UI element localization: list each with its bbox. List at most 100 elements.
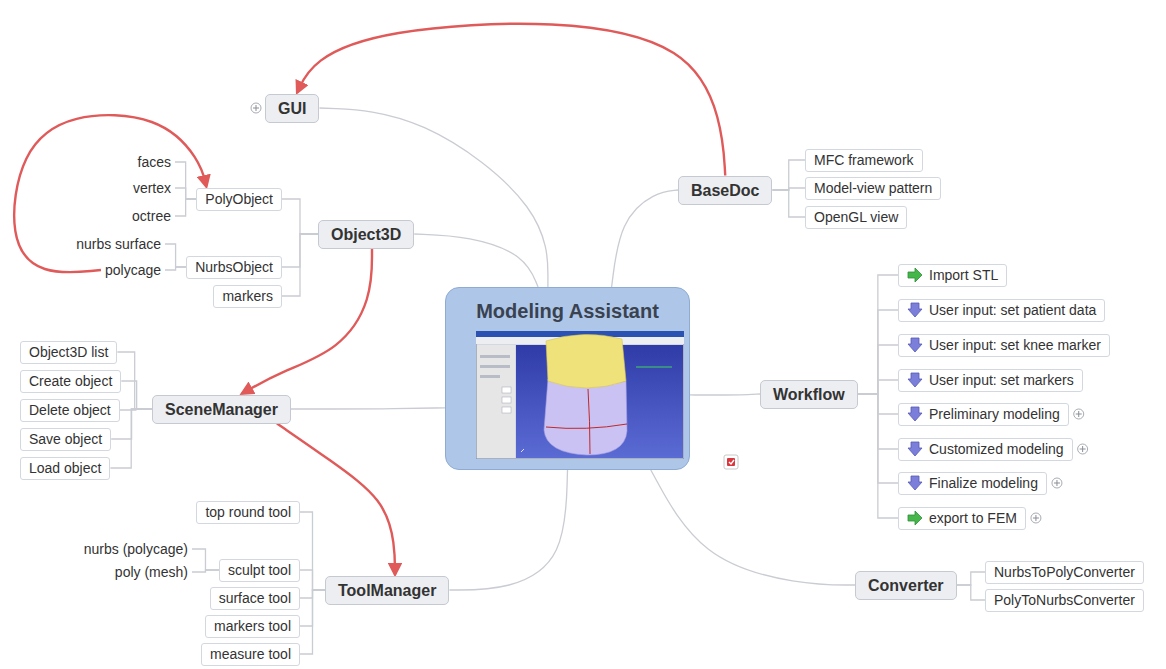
node-label: Create object bbox=[29, 373, 112, 390]
leaf-node: NurbsObject bbox=[186, 256, 282, 279]
branch-node: ToolManager bbox=[325, 576, 449, 605]
step-down-icon bbox=[907, 441, 923, 457]
step-down-icon bbox=[907, 475, 923, 491]
leaf-node: User input: set knee marker bbox=[898, 334, 1110, 357]
node-label: User input: set patient data bbox=[929, 302, 1096, 319]
branch-line bbox=[300, 590, 325, 654]
branch-line bbox=[175, 162, 196, 199]
leaf-node: PolyObject bbox=[196, 188, 282, 211]
node-label: NurbsToPolyConverter bbox=[994, 564, 1135, 581]
node-label: GUI bbox=[278, 99, 306, 118]
branch-line bbox=[117, 352, 152, 409]
expand-icon bbox=[1078, 444, 1088, 454]
node-label: Delete object bbox=[29, 402, 111, 419]
node-label: surface tool bbox=[219, 590, 291, 607]
leaf-node: Object3D list bbox=[20, 341, 117, 364]
branch-node: SceneManager bbox=[152, 395, 291, 424]
leaf-node: NurbsToPolyConverter bbox=[985, 561, 1144, 584]
node-label: PolyObject bbox=[205, 191, 273, 208]
node-label: PolyToNurbsConverter bbox=[994, 592, 1135, 609]
branch-line bbox=[858, 345, 898, 394]
leaf-node: markers tool bbox=[205, 615, 300, 638]
leaf-node: measure tool bbox=[201, 643, 300, 666]
branch-line bbox=[165, 244, 186, 267]
node-label: ToolManager bbox=[338, 581, 436, 600]
branch-line bbox=[165, 267, 186, 270]
leaf-node: User input: set patient data bbox=[898, 299, 1105, 322]
relation-arrow bbox=[14, 115, 206, 272]
leaf-node: markers bbox=[213, 285, 282, 308]
leaf-node: Preliminary modeling bbox=[898, 403, 1069, 426]
node-label: Finalize modeling bbox=[929, 475, 1038, 492]
expand-icon bbox=[1074, 409, 1084, 419]
leaf-node: sculpt tool bbox=[219, 559, 300, 582]
leaf-node: MFC framework bbox=[805, 149, 923, 172]
leaf-text-node: faces bbox=[134, 152, 175, 173]
branch-line bbox=[957, 585, 985, 600]
leaf-node: Save object bbox=[20, 428, 111, 451]
node-label: measure tool bbox=[210, 646, 291, 663]
branch-line bbox=[291, 408, 445, 409]
branch-line bbox=[192, 570, 219, 572]
node-label: Load object bbox=[29, 460, 101, 477]
leaf-text-node: nurbs (polycage) bbox=[80, 539, 192, 560]
step-down-icon bbox=[907, 302, 923, 318]
step-down-icon bbox=[907, 372, 923, 388]
branch-line bbox=[772, 160, 805, 190]
leaf-node: PolyToNurbsConverter bbox=[985, 589, 1144, 612]
branch-line bbox=[414, 234, 538, 287]
expand-icon bbox=[1031, 513, 1041, 523]
node-label: top round tool bbox=[205, 504, 291, 521]
relation-arrow bbox=[297, 24, 725, 176]
branch-line bbox=[282, 199, 318, 234]
branch-line bbox=[449, 470, 567, 590]
node-label: nurbs surface bbox=[76, 236, 161, 253]
leaf-node: Load object bbox=[20, 457, 110, 480]
node-label: Converter bbox=[868, 576, 944, 595]
step-down-icon bbox=[907, 406, 923, 422]
leaf-node: Delete object bbox=[20, 399, 120, 422]
node-label: Preliminary modeling bbox=[929, 406, 1060, 423]
node-label: markers bbox=[222, 288, 273, 305]
branch-line bbox=[858, 310, 898, 394]
leaf-node: export to FEM bbox=[898, 507, 1026, 530]
leaf-text-node: octree bbox=[128, 206, 175, 227]
relation-arrow bbox=[277, 424, 395, 575]
step-down-icon bbox=[907, 337, 923, 353]
node-label: polycage bbox=[105, 262, 161, 279]
node-label: faces bbox=[138, 154, 171, 171]
node-label: BaseDoc bbox=[691, 181, 759, 200]
central-topic: Modeling Assistant bbox=[445, 287, 690, 470]
note-icon bbox=[724, 455, 738, 469]
leaf-node: Customized modeling bbox=[898, 438, 1073, 461]
node-label: MFC framework bbox=[814, 152, 914, 169]
expand-icon bbox=[1052, 478, 1062, 488]
leaf-text-node: nurbs surface bbox=[72, 234, 165, 255]
branch-line bbox=[858, 275, 898, 394]
leaf-node: OpenGL view bbox=[805, 206, 907, 229]
expand-icon bbox=[251, 103, 261, 113]
step-arrow-icon bbox=[907, 267, 923, 283]
branch-line bbox=[319, 108, 547, 287]
screenshot-illustration bbox=[476, 331, 684, 459]
branch-node: Workflow bbox=[760, 380, 858, 409]
leaf-node: surface tool bbox=[210, 587, 300, 610]
leaf-text-node: polycage bbox=[101, 260, 165, 281]
branch-node: BaseDoc bbox=[678, 176, 772, 205]
branch-node: GUI bbox=[265, 94, 319, 123]
branch-line bbox=[957, 572, 985, 585]
node-label: User input: set knee marker bbox=[929, 337, 1101, 354]
branch-line bbox=[772, 190, 805, 217]
node-label: Object3D list bbox=[29, 344, 108, 361]
node-label: SceneManager bbox=[165, 400, 278, 419]
node-label: Workflow bbox=[773, 385, 845, 404]
node-label: Import STL bbox=[929, 267, 998, 284]
branch-line bbox=[175, 199, 196, 216]
branch-line bbox=[612, 190, 678, 287]
node-label: vertex bbox=[133, 180, 171, 197]
node-label: poly (mesh) bbox=[115, 564, 188, 581]
branch-line bbox=[300, 512, 325, 590]
branch-line bbox=[282, 234, 318, 296]
